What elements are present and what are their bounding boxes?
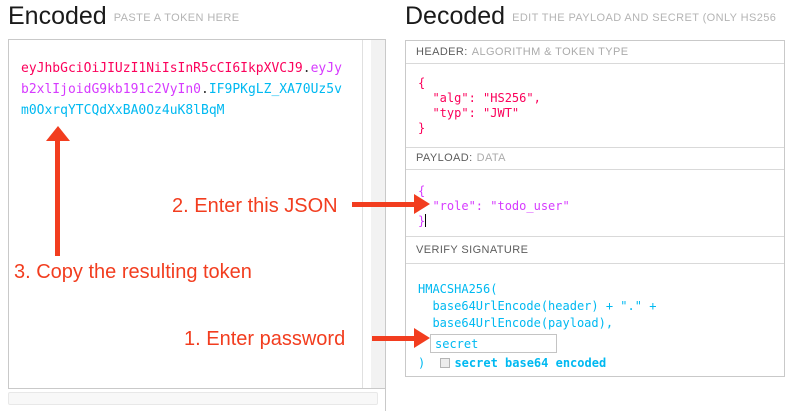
- signature-section-label-strong: VERIFY SIGNATURE: [416, 244, 529, 257]
- header-json-editor[interactable]: { "alg": "HS256", "typ": "JWT" }: [406, 64, 784, 148]
- signature-code-line: HMACSHA256(: [418, 282, 498, 297]
- column-divider: [385, 388, 386, 411]
- signature-code-line: base64UrlEncode(header) + "." +: [418, 299, 657, 314]
- payload-section-label: PAYLOAD: DATA: [406, 147, 784, 170]
- header-json-line: }: [418, 120, 426, 135]
- step3-arrow-up-icon: [46, 126, 70, 141]
- encoded-title-text: Encoded: [8, 2, 107, 30]
- step2-arrow-shaft: [352, 202, 415, 207]
- text-cursor: [425, 213, 427, 227]
- step1-arrow-shaft: [372, 336, 416, 341]
- payload-section-label-light: DATA: [476, 152, 506, 165]
- jwt-token-dot: .: [302, 61, 311, 76]
- header-json-line: "typ": "JWT": [418, 105, 520, 120]
- signature-footer-line: ) secret base64 encoded: [418, 355, 784, 372]
- step2-annotation-text: 2. Enter this JSON: [172, 195, 338, 217]
- vertical-scrollbar[interactable]: [362, 40, 385, 388]
- payload-json-line: "role": "todo_user": [418, 198, 570, 213]
- step1-annotation-text: 1. Enter password: [184, 328, 346, 350]
- header-section-label-strong: HEADER:: [416, 45, 468, 58]
- encoded-subtitle: PASTE A TOKEN HERE: [113, 12, 240, 24]
- horizontal-scrollbar[interactable]: [8, 392, 378, 405]
- payload-json-line: }: [418, 213, 784, 229]
- step3-annotation-text: 3. Copy the resulting token: [14, 261, 252, 283]
- signature-code-line: base64UrlEncode(payload),: [418, 316, 614, 331]
- base64-encoded-label[interactable]: secret base64 encoded: [454, 356, 607, 371]
- header-json-line: "alg": "HS256",: [418, 90, 541, 105]
- signature-section-label: VERIFY SIGNATURE: [406, 237, 784, 265]
- payload-json-close-brace: }: [418, 213, 426, 228]
- jwt-token-signature-part: IF9PKgLZ_XA70Uz5vm0OxrqYTCQdXxBA0Oz4uK8l…: [21, 82, 342, 118]
- decoded-title-text: Decoded: [405, 2, 506, 30]
- header-section-label: HEADER: ALGORITHM & TOKEN TYPE: [406, 41, 784, 64]
- step2-arrow-right-icon: [414, 194, 430, 214]
- payload-section-label-strong: PAYLOAD:: [416, 152, 473, 165]
- jwt-token-text[interactable]: eyJhbGciOiJIUzI1NiIsInR5cCI6IkpXVCJ9.eyJ…: [21, 58, 343, 121]
- header-section-label-light: ALGORITHM & TOKEN TYPE: [471, 45, 629, 58]
- step1-arrow-right-icon: [414, 328, 430, 348]
- jwt-token-header-part: eyJhbGciOiJIUzI1NiIsInR5cCI6IkpXVCJ9: [21, 61, 303, 76]
- jwt-token-payload-part: eyJyb2xlIjoidG9kb191c2VyIn0: [21, 61, 342, 97]
- encoded-token-editor[interactable]: eyJhbGciOiJIUzI1NiIsInR5cCI6IkpXVCJ9.eyJ…: [8, 39, 386, 389]
- closing-paren: ): [418, 356, 433, 371]
- header-json-line: {: [418, 75, 426, 90]
- encoded-title: Encoded PASTE A TOKEN HERE: [8, 2, 240, 31]
- base64-encoded-checkbox[interactable]: [440, 358, 451, 369]
- step3-arrow-shaft: [55, 139, 60, 256]
- payload-json-editor[interactable]: { "role": "todo_user" }: [406, 170, 784, 238]
- decoded-panel: HEADER: ALGORITHM & TOKEN TYPE { "alg": …: [405, 40, 785, 377]
- jwt-token-dot: .: [201, 82, 209, 97]
- secret-input[interactable]: [430, 334, 557, 354]
- payload-json-line: {: [418, 183, 426, 198]
- signature-code-area: HMACSHA256( base64UrlEncode(header) + ".…: [406, 264, 784, 376]
- vertical-scrollbar-track[interactable]: [371, 40, 385, 388]
